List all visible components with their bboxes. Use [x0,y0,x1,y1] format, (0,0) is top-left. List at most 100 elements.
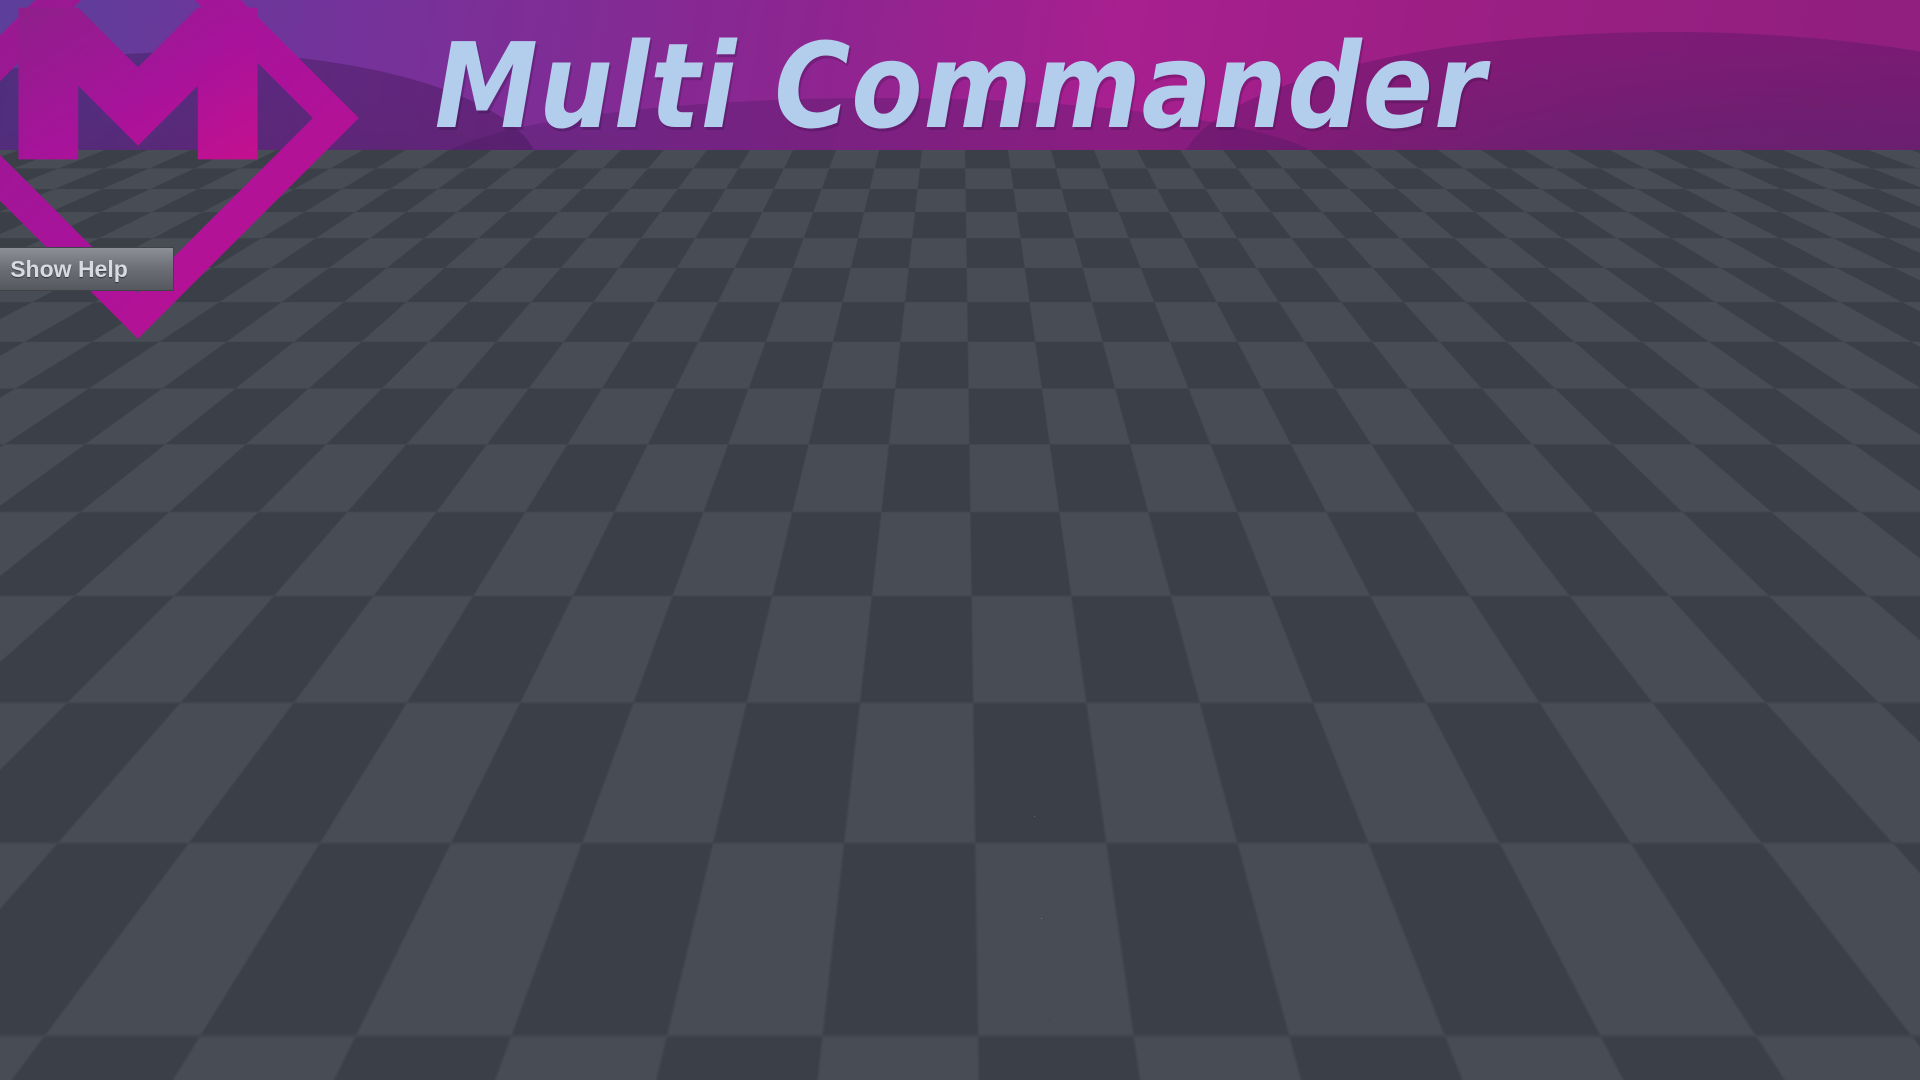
unit-banner-flag [964,718,981,760]
soldier-unit [889,639,902,657]
soldier-unit [945,539,952,555]
unit-card-index: 8 [885,902,892,914]
unit-card-formation: Wedge [1032,975,1066,987]
soldier-unit [1071,839,1090,865]
soldier-unit [1284,641,1297,659]
unit-card-hp: 15 [787,902,812,927]
soldier-unit [841,561,848,577]
unit-card-formation: Cycle [795,975,823,987]
unit-card-index: 12 [1119,902,1132,914]
attack-button[interactable]: Attack [708,1031,776,1056]
soldier-unit [673,553,680,569]
slot2-button[interactable]: N [1220,1031,1237,1056]
unit-card-formation: Column Shield [1201,975,1257,987]
soldier-unit [751,564,758,580]
surrender-button[interactable]: Здатись [880,1031,971,1056]
unit-card-formation: Column Shield [1261,975,1317,987]
soldier-unit [1084,368,1098,386]
soldier-unit [861,561,868,577]
soldier-unit [879,315,893,333]
soldier-unit [893,550,900,566]
soldier-unit [925,539,932,555]
unit-card-formation: Cycle [915,975,943,987]
unit-card-index: 7 [825,902,832,914]
soldier-unit [949,639,962,657]
unit-card-index: 16 [1359,902,1372,914]
soldier-unit [965,539,972,555]
soldier-unit [719,641,732,659]
stop-button[interactable]: Stop [803,1031,853,1056]
soldier-unit [731,564,738,580]
soldier-unit [693,553,700,569]
soldier-unit [1084,637,1097,655]
unit-banner-flag [1135,238,1152,280]
unit-card-index: 2 [525,902,532,914]
soldier-unit [655,542,662,558]
soldier-unit [735,542,742,558]
command-toolbar[interactable]: >> Attack Stop Здатись Shield Wedge N N … [625,1008,1331,1080]
unit-card-hp: 27 [1207,902,1232,927]
soldier-unit [863,550,870,566]
unit-card-hp: 30 [667,902,692,927]
soldier-unit [703,553,710,569]
soldier-unit [701,564,708,580]
soldier-unit [909,639,922,657]
soldier-unit [671,564,678,580]
soldier-unit [773,553,780,569]
soldier-unit [769,641,782,659]
unit-card-hp: 32 [1147,902,1172,927]
unit-card-formation: Triangle [670,975,708,987]
fortification-wall [460,286,1550,460]
unit-banner-flag [932,236,949,278]
formation-dropdown[interactable]: Wedge [1082,1008,1159,1080]
show-help-button[interactable]: Show Help [0,247,174,291]
soldier-unit [1094,637,1107,655]
shield-button[interactable]: Shield [998,1031,1065,1056]
soldier-unit [875,539,882,555]
soldier-unit [1114,637,1127,655]
soldier-unit [881,561,888,577]
soldier-unit [669,641,682,659]
unit-card-index: 15 [1299,902,1312,914]
soldier-unit [859,639,872,657]
soldier-unit [919,639,932,657]
soldier-unit [1154,637,1167,655]
soldier-unit [729,641,742,659]
soldier-unit [891,561,898,577]
soldier-unit [873,550,880,566]
unit-card-index: 10 [999,902,1012,914]
unit-card-hp: 25 [547,902,572,927]
autogroup-button[interactable]: AutoG [1264,1031,1332,1056]
expand-toolbar-button[interactable]: >> [649,1027,680,1060]
unit-card-formation: Wall [1098,975,1120,987]
unit-banner-flag [1092,546,1109,588]
unit-banner-flag [702,493,719,535]
unit-card-formation: Wall [1338,975,1360,987]
soldier-unit [755,542,762,558]
soldier-unit [921,561,928,577]
soldier-unit [1224,641,1237,659]
soldier-unit [679,641,692,659]
unit-card-hp: 40 [487,902,512,927]
soldier-unit [849,639,862,657]
slot1-button[interactable]: N [1176,1031,1193,1056]
